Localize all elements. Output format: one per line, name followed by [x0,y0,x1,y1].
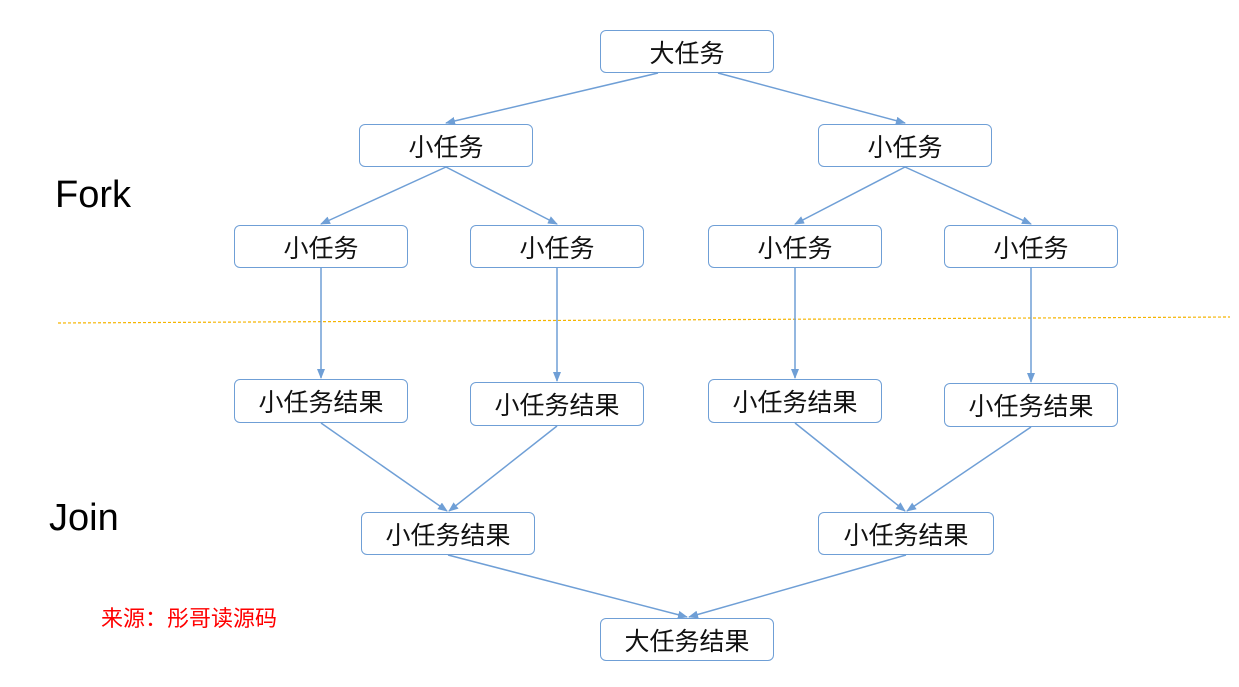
edge-root-to-l1-right [717,72,906,125]
node-subtask-3: 小任务 [708,225,882,268]
edge-j-left-to-final [447,554,688,619]
edge-r2-to-j-left [448,425,558,512]
edge-l1-right-to-l2-4 [904,166,1032,225]
node-subtask-2: 小任务 [470,225,644,268]
node-subtask-4: 小任务 [944,225,1118,268]
node-result-3: 小任务结果 [708,379,882,423]
node-result-4: 小任务结果 [944,383,1118,427]
node-final-result: 大任务结果 [600,618,774,661]
edge-l1-right-to-l2-3 [794,166,906,225]
edge-r4-to-j-right [906,426,1032,512]
fork-join-divider [57,316,1231,324]
node-big-task: 大任务 [600,30,774,73]
edge-l1-left-to-l2-2 [445,166,558,225]
source-caption: 来源：彤哥读源码 [101,607,278,632]
node-subtask-1: 小任务 [234,225,408,268]
node-result-2: 小任务结果 [470,382,644,426]
edge-r3-to-j-right [794,422,906,512]
node-join-left: 小任务结果 [361,512,535,555]
node-result-1: 小任务结果 [234,379,408,423]
node-join-right: 小任务结果 [818,512,994,555]
node-subtask-left: 小任务 [359,124,533,167]
edge-root-to-l1-left [445,72,659,125]
join-label: Join [49,497,119,539]
edge-r1-to-j-left [320,422,448,512]
fork-label: Fork [55,174,131,216]
edge-j-right-to-final [688,554,907,619]
edge-l1-left-to-l2-1 [320,166,447,225]
node-subtask-right: 小任务 [818,124,992,167]
